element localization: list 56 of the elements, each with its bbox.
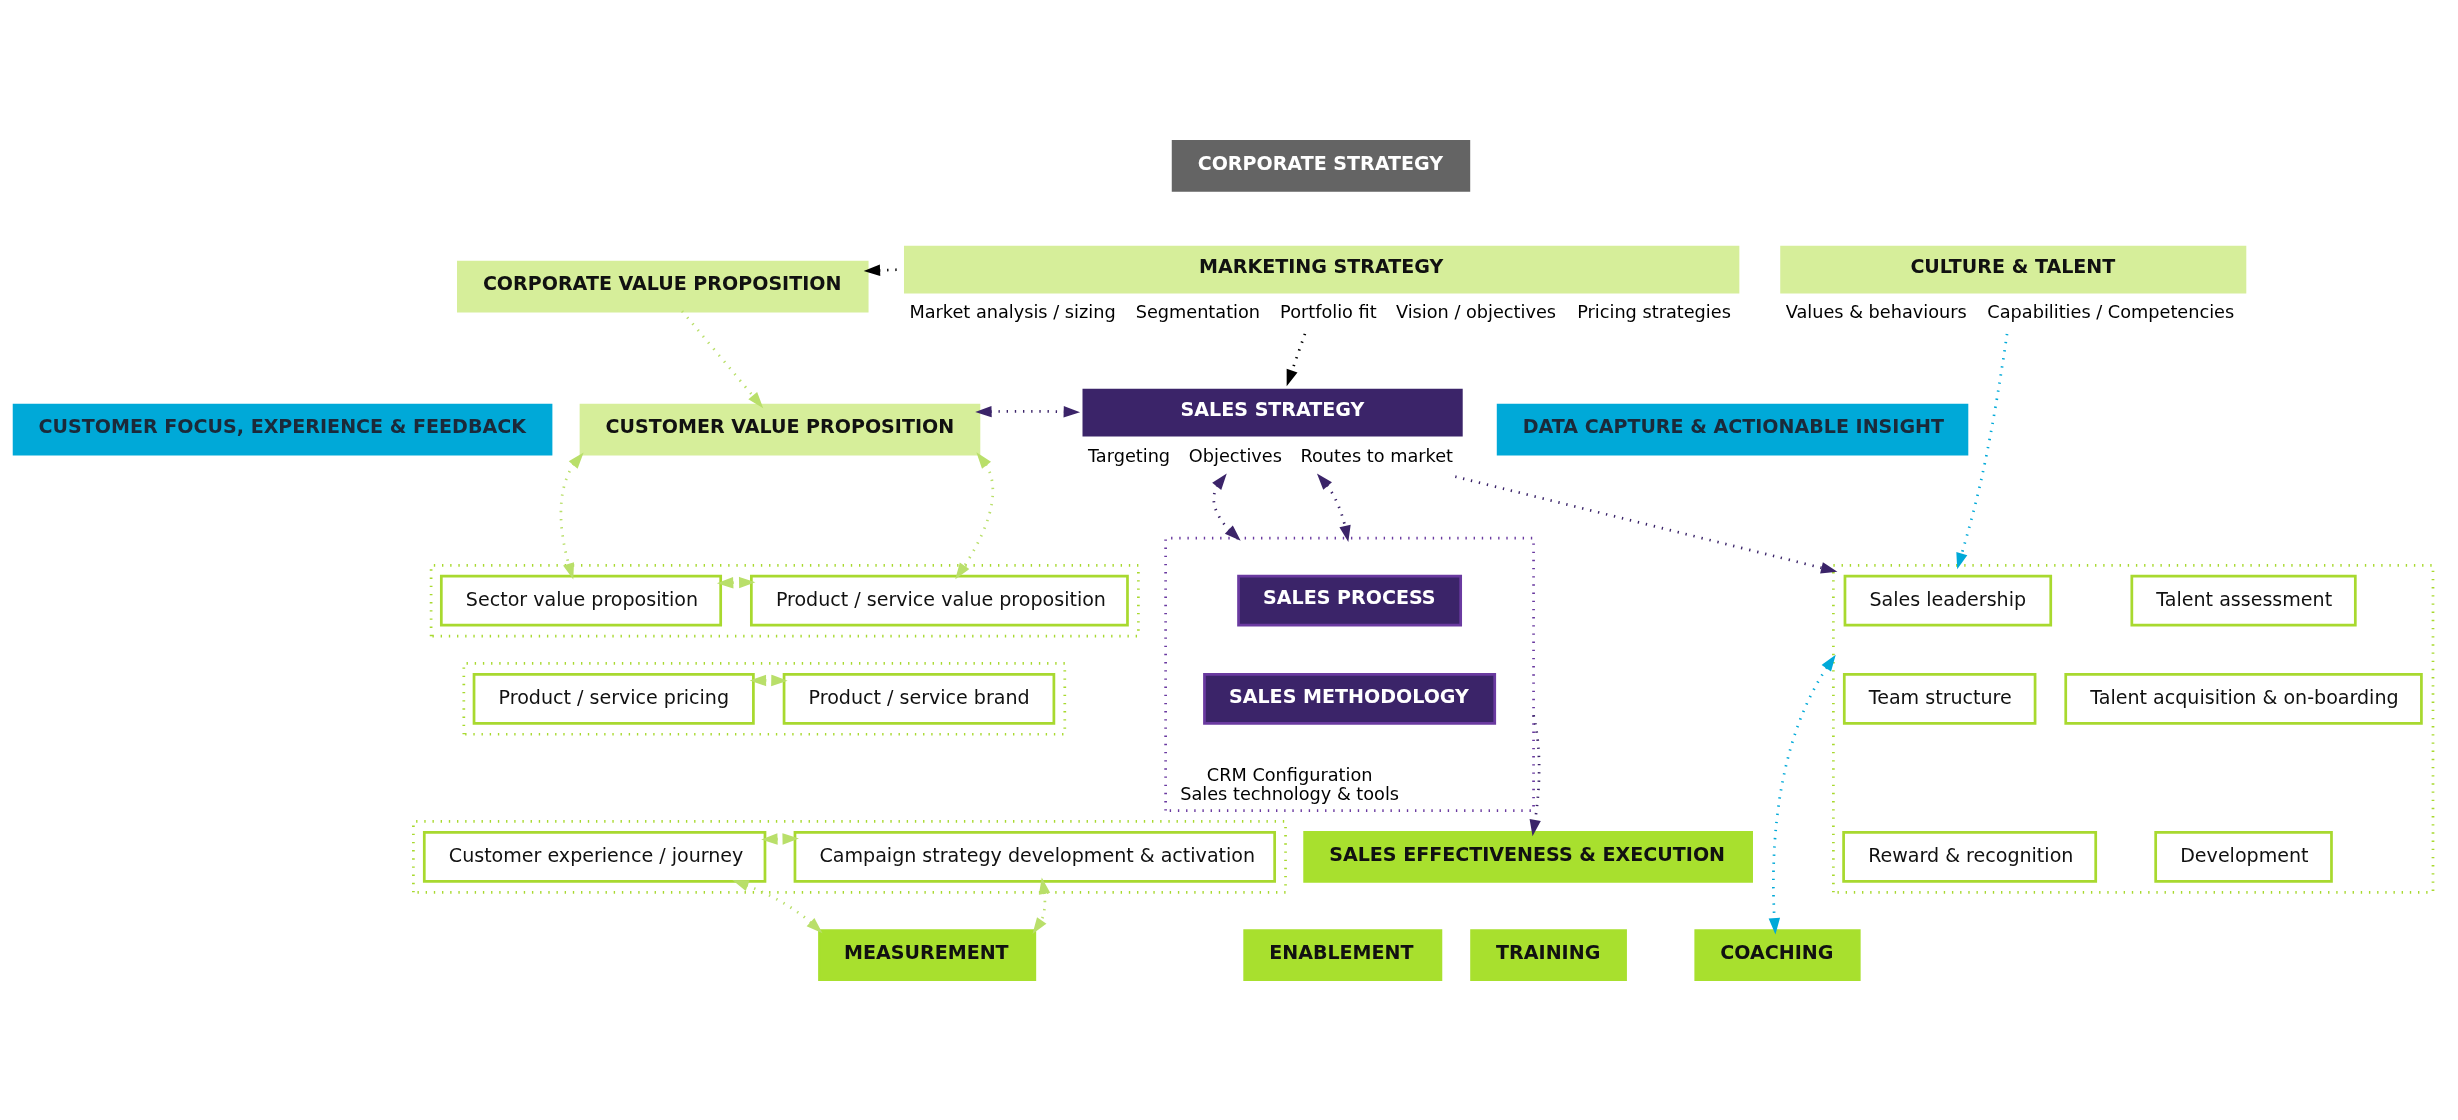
arrow xyxy=(1956,333,2009,569)
node-box: Product / service brand xyxy=(782,672,1056,725)
node-label: Targeting xyxy=(1087,445,1171,466)
node-box: SALES STRATEGY xyxy=(1082,388,1463,436)
node-box: Reward & recognition xyxy=(1842,830,2098,883)
arrow xyxy=(1768,654,1836,934)
node-box: SALES PROCESS xyxy=(1237,574,1463,627)
arrow xyxy=(681,309,764,408)
node-box: MEASUREMENT xyxy=(818,928,1037,981)
node-label: Capabilities / Competencies xyxy=(1987,301,2235,322)
node-box: SALES METHODOLOGY xyxy=(1203,672,1497,725)
node-box: ENABLEMENT xyxy=(1243,928,1443,981)
node-box: CUSTOMER FOCUS, EXPERIENCE & FEEDBACK xyxy=(12,403,553,456)
node-label: Vision / objectives xyxy=(1395,301,1557,322)
arrow xyxy=(732,879,823,933)
node-label: Values & behaviours xyxy=(1785,301,1967,322)
node-box: Talent assessment xyxy=(2130,574,2357,627)
node-box: SALES EFFECTIVENESS & EXECUTION xyxy=(1303,830,1753,883)
node-box: CORPORATE VALUE PROPOSITION xyxy=(457,260,869,312)
arrow xyxy=(559,451,584,580)
node-box: CUSTOMER VALUE PROPOSITION xyxy=(579,403,981,456)
node-label: Objectives xyxy=(1188,445,1282,466)
arrow xyxy=(1316,473,1351,542)
arrow xyxy=(1529,714,1541,836)
arrow xyxy=(1454,474,1838,573)
node-box: Team structure xyxy=(1842,672,2037,725)
node-box: CULTURE & TALENT xyxy=(1780,245,2247,293)
node-box: DATA CAPTURE & ACTIONABLE INSIGHT xyxy=(1496,403,1969,456)
cluster xyxy=(462,661,1067,736)
node-box: Talent acquisition & on-boarding xyxy=(2064,672,2423,725)
node-box: Product / service value proposition xyxy=(750,574,1129,627)
node-box: Development xyxy=(2154,830,2333,883)
arrow xyxy=(975,405,1081,417)
cluster xyxy=(1832,563,2435,894)
node-box: Sector value proposition xyxy=(439,574,723,627)
arrow xyxy=(1286,332,1307,386)
arrow xyxy=(749,674,788,686)
node-label: Market analysis / sizing xyxy=(909,301,1116,322)
node-label: Portfolio fit xyxy=(1280,301,1377,322)
arrow xyxy=(955,451,995,579)
node-box: MARKETING STRATEGY xyxy=(904,245,1740,293)
node-box: Campaign strategy development & activation xyxy=(793,830,1276,883)
node-label: Segmentation xyxy=(1135,301,1261,322)
arrow xyxy=(761,832,799,845)
node-box: Customer experience / journey xyxy=(422,830,767,883)
node-box: COACHING xyxy=(1694,928,1861,981)
arrow xyxy=(716,576,756,588)
arrow xyxy=(1032,877,1051,934)
node-box: Product / service pricing xyxy=(472,672,755,725)
node-label: Routes to market xyxy=(1300,445,1454,466)
arrow xyxy=(1212,472,1241,541)
arrow xyxy=(863,264,898,276)
node-box: Sales leadership xyxy=(1843,574,2053,627)
node-box: CORPORATE STRATEGY xyxy=(1171,139,1471,192)
node-label: Pricing strategies xyxy=(1577,301,1731,322)
node-box: TRAINING xyxy=(1470,928,1627,981)
